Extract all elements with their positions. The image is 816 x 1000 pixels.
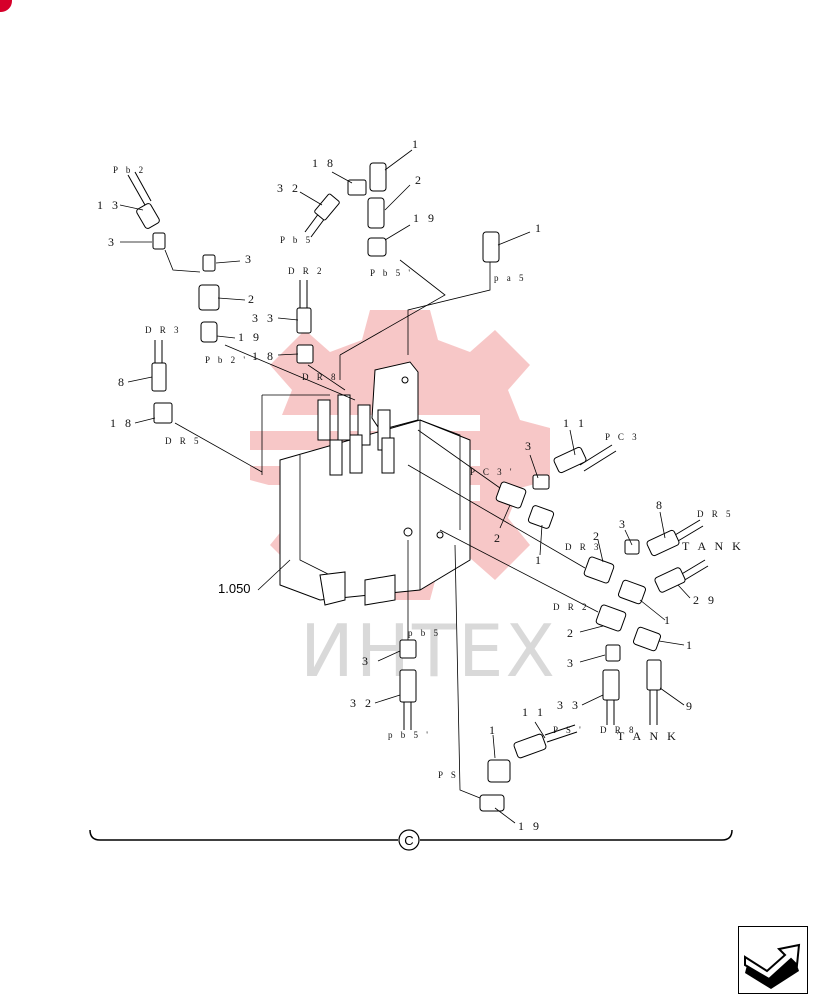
control-valve-block [279,361,471,606]
callout-29: 2 9 [693,593,717,607]
assembly-reference: 1.050 [218,581,251,596]
callout-2: 2 [567,626,576,640]
callout-1: 1 [535,553,544,567]
leader-lines [164,249,599,801]
callout-9: 9 [686,699,695,713]
callout-32: 3 2 [350,696,374,710]
callout-8: 8 [118,375,127,389]
callout-1: 1 [412,137,421,151]
callout-3: 3 [245,252,254,266]
callout-1: 1 [535,221,544,235]
callout-18: 1 8 [252,349,276,363]
port-label-pb2: P b 2 [113,165,146,175]
next-page-arrow-icon [744,943,801,989]
port-label-dr3: D R 3 [145,325,182,335]
port-label-dr5: D R 5 [165,436,202,446]
port-label-pa5: p a 5 [494,273,527,283]
callout-8: 8 [656,498,665,512]
callout-19: 1 9 [518,819,542,833]
callout-3: 3 [619,517,628,531]
next-page-button[interactable] [738,926,808,994]
fittings-right [495,444,709,725]
port-label-dr5-right: D R 5 [697,509,734,519]
port-label-pb2-prime: P b 2 ' [205,355,248,365]
callout-1: 1 [489,723,498,737]
callout-leaders [119,149,691,824]
port-label-ps-prime: P S ' [553,725,584,735]
port-label-pb5: P b 5 [280,235,313,245]
port-label-dr3-right: D R 3 [565,542,602,552]
port-label-tank-lower: T A N K [617,729,679,743]
port-label-pb5-lower: p b 5 [408,628,441,638]
section-label: C [404,833,413,848]
callout-3: 3 [567,656,576,670]
callout-11: 1 1 [563,416,587,430]
callout-3: 3 [108,235,117,249]
section-bracket: C [89,829,733,851]
watermark-text: ИНТЕХ [300,609,557,693]
callout-32: 3 2 [277,181,301,195]
callout-33: 3 3 [252,311,276,325]
callout-19: 1 9 [238,330,262,344]
callout-2: 2 [494,531,503,545]
callout-18: 1 8 [110,416,134,430]
port-label-dr2-right: D R 2 [553,602,590,612]
callout-11: 1 1 [522,705,546,719]
fittings-top-center [304,162,500,263]
callout-13: 1 3 [97,198,121,212]
callout-numbers: 1 1 8 3 2 2 1 9 1 1 3 3 3 2 3 3 1 9 1 8 … [97,137,717,833]
callout-33: 3 3 [557,698,581,712]
port-label-pc3: P C 3 [605,432,640,442]
port-label-dr8-right: D R 8 [600,725,637,735]
callout-2: 2 [415,173,424,187]
fittings-bottom [399,639,578,812]
port-label-tank: T A N K [682,539,744,553]
callout-1: 1 [686,638,695,652]
port-label-pc3-prime: P C 3 ' [470,467,515,477]
callout-18: 1 8 [312,156,336,170]
port-label-dr8: D R 8 [302,372,339,382]
port-label-ps: P S [438,770,459,780]
callout-3: 3 [525,439,534,453]
port-label-dr2: D R 2 [288,266,325,276]
callout-1: 1 [664,613,673,627]
callout-3: 3 [362,654,371,668]
port-label-pb5-lower-prime: p b 5 ' [388,730,431,740]
port-labels: P b 2 P b 5 P b 5 ' p a 5 D R 2 D R 3 P … [113,165,744,780]
callout-2: 2 [593,529,602,543]
fittings-upper-left [127,171,314,424]
callout-2: 2 [248,292,257,306]
port-label-pb5-prime: P b 5 ' [370,268,413,278]
callout-19: 1 9 [413,211,437,225]
